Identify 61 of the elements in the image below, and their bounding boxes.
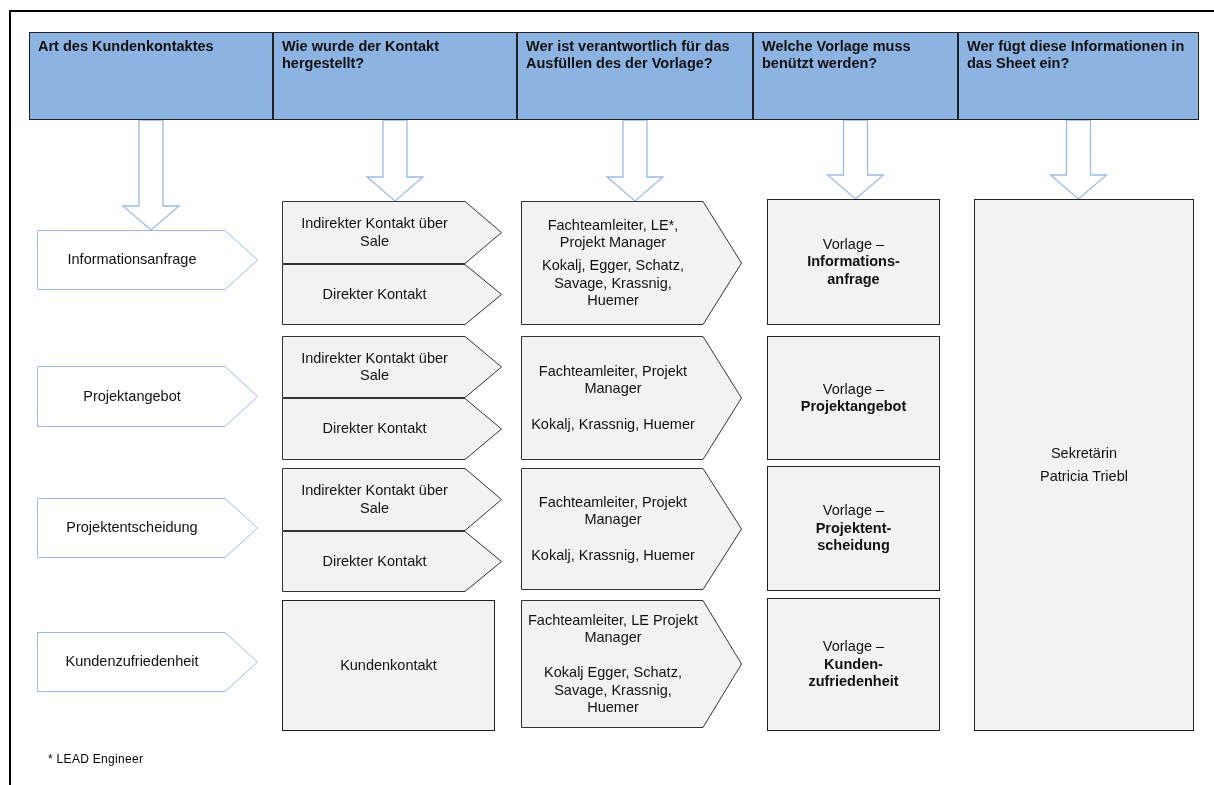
header-text: Wer fügt diese Informationen in das Sheet ein? xyxy=(967,38,1186,73)
node-text: Vorlage – Informations- anfrage xyxy=(806,235,901,289)
column-header xyxy=(517,32,753,120)
node-text: Direkter Kontakt xyxy=(322,552,427,571)
block-arrow xyxy=(365,119,425,202)
contact-type-chevron xyxy=(37,498,258,558)
process-box xyxy=(282,600,495,731)
template-box xyxy=(767,336,940,460)
node-text: Kundenzufriedenheit xyxy=(65,653,199,671)
node-text: Fachteamleiter, Projekt Manager xyxy=(537,362,689,398)
node-text: Vorlage – Kunden- zufriedenheit xyxy=(807,638,900,691)
template-box xyxy=(767,199,940,325)
node-text: Direkter Kontakt xyxy=(322,285,427,304)
node-text: Indirekter Kontakt über Sale xyxy=(300,349,449,385)
node-text: Kundenkontakt xyxy=(340,656,437,675)
node-text: Indirekter Kontakt über Sale xyxy=(300,215,449,250)
block-arrow xyxy=(825,119,886,200)
chevron-shape xyxy=(521,600,742,728)
node-text: Kokalj, Krassnig, Huemer xyxy=(531,415,695,434)
node-text: Indirekter Kontakt über Sale xyxy=(300,482,449,517)
block-arrow xyxy=(605,119,665,202)
block-arrow xyxy=(121,119,181,231)
node-text: Fachteamleiter, Projekt Manager xyxy=(537,493,689,529)
column-header xyxy=(753,32,958,120)
chevron-shape xyxy=(282,264,502,325)
column-header xyxy=(958,32,1199,120)
column-header xyxy=(273,32,517,120)
chevron-shape xyxy=(282,336,502,398)
chevron-shape xyxy=(282,398,502,460)
header-text: Wie wurde der Kontakt hergestellt? xyxy=(282,38,440,73)
node-text: Sekretärin xyxy=(1050,444,1118,462)
node-text: Kokalj Egger, Schatz, Savage, Krassnig, Huemer xyxy=(543,664,683,717)
header-text: Wer ist verantwortlich für das Ausfüllen des der Vorlage? xyxy=(526,38,731,73)
header-text: Welche Vorlage muss benützt werden? xyxy=(762,38,912,73)
node-text: Projektentscheidung xyxy=(66,519,198,537)
node-text: Projektangebot xyxy=(83,387,181,406)
chevron-shape xyxy=(282,531,502,592)
contact-type-chevron xyxy=(37,632,258,692)
node-text: Vorlage – Projektangebot xyxy=(800,380,907,416)
footnote: * LEAD Engineer xyxy=(48,752,144,766)
contact-type-chevron xyxy=(37,366,258,427)
template-box xyxy=(767,466,940,591)
chevron-shape xyxy=(282,468,502,531)
header-text: Art des Kundenkontaktes xyxy=(38,38,214,56)
chevron-shape xyxy=(521,336,742,460)
contact-type-chevron xyxy=(37,230,258,290)
block-arrow xyxy=(1048,119,1109,200)
node-text: Patricia Triebl xyxy=(1040,468,1128,486)
node-text: Vorlage – Projektent- scheidung xyxy=(814,502,893,555)
node-text: Kokalj, Krassnig, Huemer xyxy=(531,546,695,565)
node-text: Informationsanfrage xyxy=(67,251,197,269)
node-text: Fachteamleiter, LE*, Projekt Manager xyxy=(546,216,680,252)
column-header xyxy=(29,32,273,120)
node-text: Direkter Kontakt xyxy=(322,420,427,438)
node-text: Fachteamleiter, LE Projekt Manager xyxy=(527,611,699,647)
node-text: Kokalj, Egger, Schatz, Savage, Krassnig, Huemer xyxy=(541,257,685,310)
template-box xyxy=(767,598,940,731)
chevron-shape xyxy=(521,468,742,590)
chevron-shape xyxy=(282,201,502,264)
process-box xyxy=(974,199,1194,731)
chevron-shape xyxy=(521,201,742,325)
